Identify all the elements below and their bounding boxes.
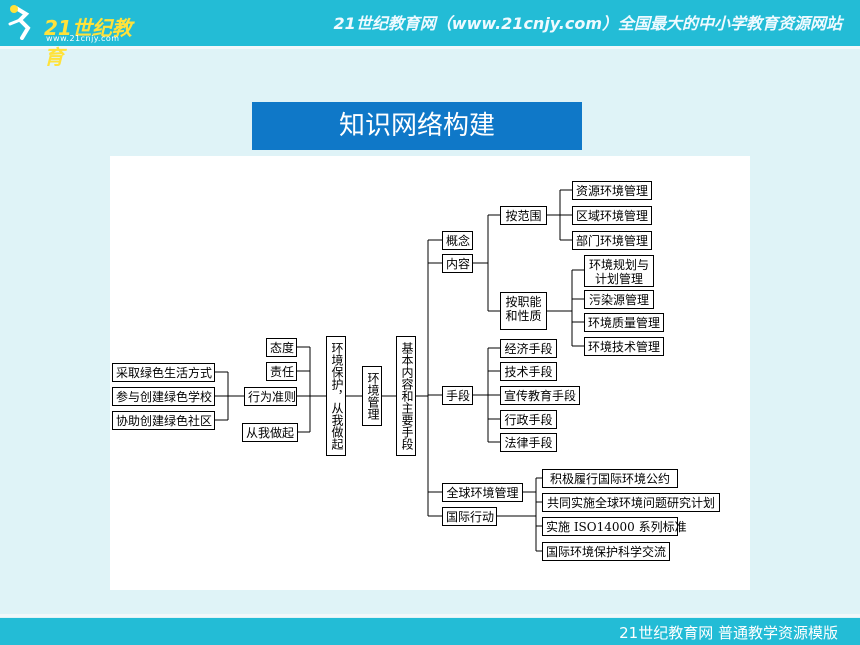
- by-function-box: 按职能和性质: [500, 292, 547, 330]
- basic-content-box: 基本内容和主要手段: [396, 336, 416, 456]
- code-of-conduct-box: 行为准则: [244, 387, 297, 406]
- intl-item-conventions: 积极履行国际环境公约: [542, 469, 678, 488]
- footer-divider: [0, 614, 860, 617]
- means-item-administrative: 行政手段: [500, 410, 557, 429]
- page-title: 知识网络构建: [252, 102, 582, 150]
- green-community-box: 协助创建绿色社区: [112, 411, 215, 430]
- footer-text: 21世纪教育网 普通教学资源模版: [619, 624, 838, 642]
- responsibility-box: 责任: [266, 362, 297, 381]
- scope-item-sector: 部门环境管理: [572, 231, 652, 250]
- by-scope-box: 按范围: [500, 206, 547, 225]
- logo-text: 21世纪教育: [44, 16, 132, 69]
- green-life-box: 采取绿色生活方式: [112, 363, 215, 382]
- footer-bar: 21世纪教育网 普通教学资源模版: [0, 618, 860, 645]
- header-bar: [0, 0, 860, 46]
- concept-box: 概念: [442, 231, 473, 250]
- means-item-legal: 法律手段: [500, 433, 557, 452]
- environmental-management-box: 环境管理: [362, 366, 382, 426]
- function-item-planning: 环境规划与计划管理: [584, 255, 654, 287]
- runner-logo-icon: [8, 5, 31, 40]
- means-item-technical: 技术手段: [500, 362, 557, 381]
- scope-item-resource: 资源环境管理: [572, 181, 652, 200]
- content-box: 内容: [442, 254, 473, 273]
- knowledge-diagram: 采取绿色生活方式 参与创建绿色学校 协助创建绿色社区 行为准则 态度 责任 从我…: [110, 156, 750, 590]
- scope-item-regional: 区域环境管理: [572, 206, 652, 225]
- site-slogan: 21世纪教育网（www.21cnjy.com）全国最大的中小学教育资源网站: [333, 14, 842, 33]
- attitude-box: 态度: [266, 338, 297, 357]
- green-school-box: 参与创建绿色学校: [112, 387, 215, 406]
- function-item-quality: 环境质量管理: [584, 313, 664, 332]
- logo-url: www.21cnjy.com: [46, 34, 120, 43]
- means-item-education: 宣传教育手段: [500, 386, 580, 405]
- intl-item-research: 共同实施全球环境问题研究计划: [542, 493, 720, 512]
- means-box: 手段: [442, 386, 473, 405]
- function-item-pollution: 污染源管理: [584, 290, 654, 309]
- environmental-protection-box: 环境保护，从我做起: [326, 336, 346, 456]
- international-action-box: 国际行动: [442, 507, 497, 526]
- site-logo[interactable]: 21世纪教育 www.21cnjy.com: [6, 4, 146, 69]
- intl-item-science-exchange: 国际环境保护科学交流: [542, 542, 670, 561]
- function-item-technology: 环境技术管理: [584, 337, 664, 356]
- means-item-economic: 经济手段: [500, 339, 557, 358]
- header-divider: [0, 46, 860, 49]
- intl-item-iso14000: 实施 ISO14000 系列标准: [542, 517, 687, 536]
- start-with-me-box: 从我做起: [242, 423, 298, 442]
- global-management-box: 全球环境管理: [442, 483, 523, 502]
